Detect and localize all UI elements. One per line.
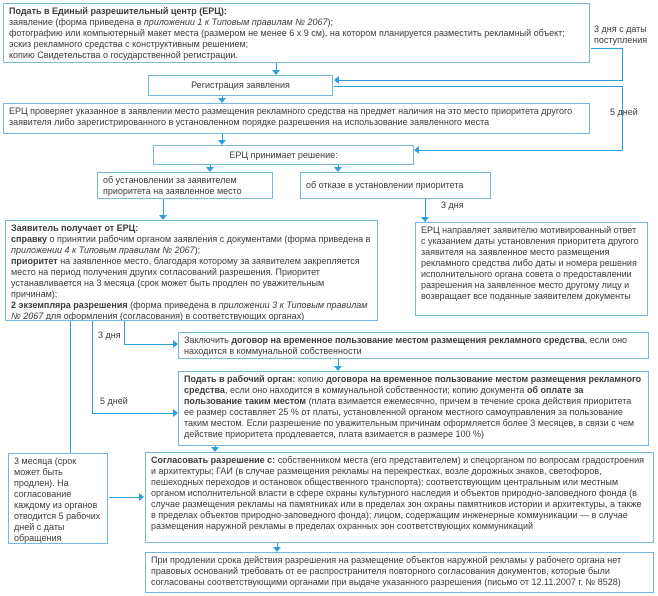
connector-receipt-elbow — [339, 80, 622, 81]
connector-receive-working — [92, 413, 173, 414]
label-3-days-refusal: 3 дня — [441, 200, 464, 210]
connector-decision-grant — [210, 165, 211, 168]
arrowhead-left-icon — [334, 76, 339, 84]
box-priority-refused: об отказе в установлении приоритета — [300, 172, 491, 199]
connector-submit-registration — [276, 63, 277, 70]
arrowhead-down-icon — [206, 167, 214, 172]
connector-receive-contract — [124, 344, 173, 345]
box-erc-motivated-reply: ЕРЦ направляет заявителю мотивированный … — [415, 222, 648, 316]
arrowhead-down-icon — [334, 366, 342, 371]
connector-contract-working — [338, 359, 339, 366]
box-conclude-contract: Заключить договор на временное пользован… — [178, 332, 649, 359]
arrowhead-down-icon — [218, 98, 226, 103]
connector-receipt-elbow — [591, 48, 622, 49]
connector-receive-contract — [124, 321, 125, 345]
box-submit-to-working-body: Подать в рабочий орган: копию договора н… — [178, 371, 649, 446]
connector-decision-refuse — [338, 165, 339, 168]
box-prolongation-note: При продлении срока действия разрешения … — [145, 552, 654, 593]
box-submit-to-erc: Подать в Единый разрешительный центр (ЕР… — [3, 3, 590, 63]
connector-receive-working — [92, 321, 93, 414]
label-3-days-contract: 3 дня — [98, 330, 121, 340]
arrowhead-right-icon — [173, 340, 178, 348]
connector-registration-check — [222, 96, 223, 99]
box-erc-checks-place: ЕРЦ проверяет указанное в заявлении мест… — [3, 103, 590, 134]
connector-5days-elbow — [419, 150, 622, 151]
arrowhead-down-icon — [421, 217, 429, 222]
box-application-registration: Регистрация заявления — [148, 75, 333, 96]
box-priority-established: об установлении за заявителем приоритета… — [97, 172, 273, 199]
label-3-days-from-receipt: 3 дня с даты поступления — [594, 24, 648, 45]
connector-approve-prolong — [277, 543, 278, 547]
box-applicant-receives: Заявитель получает от ЕРЦ: справку о при… — [5, 220, 378, 321]
box-three-months-term: 3 месяца (срок может быть продлен). На с… — [8, 453, 108, 544]
connector-working-approve — [215, 446, 216, 447]
connector-5days-elbow — [334, 86, 622, 87]
arrowhead-down-icon — [218, 140, 226, 145]
arrowhead-right-icon — [139, 493, 144, 501]
connector-grant-receive — [163, 199, 164, 215]
connector-receipt-elbow — [622, 48, 623, 81]
connector-threemonths-approve — [109, 497, 139, 498]
connector-check-decision — [222, 134, 223, 140]
arrowhead-right-icon — [173, 409, 178, 417]
arrowhead-down-icon — [272, 70, 280, 75]
label-5-days: 5 дней — [610, 107, 638, 117]
label-5-days-working-body: 5 дней — [100, 396, 128, 406]
arrowhead-down-icon — [159, 215, 167, 220]
arrowhead-down-icon — [334, 167, 342, 172]
connector-refuse-reply — [425, 199, 426, 217]
connector-5days-elbow — [622, 86, 623, 151]
connector-receive-threemonths — [70, 321, 71, 453]
arrowhead-left-icon — [414, 146, 419, 154]
arrowhead-down-icon — [273, 547, 281, 552]
box-erc-decision: ЕРЦ принимает решение: — [153, 145, 414, 165]
arrowhead-down-icon — [211, 447, 219, 452]
box-approve-permission: Согласовать разрешение с: собственником … — [145, 452, 654, 543]
